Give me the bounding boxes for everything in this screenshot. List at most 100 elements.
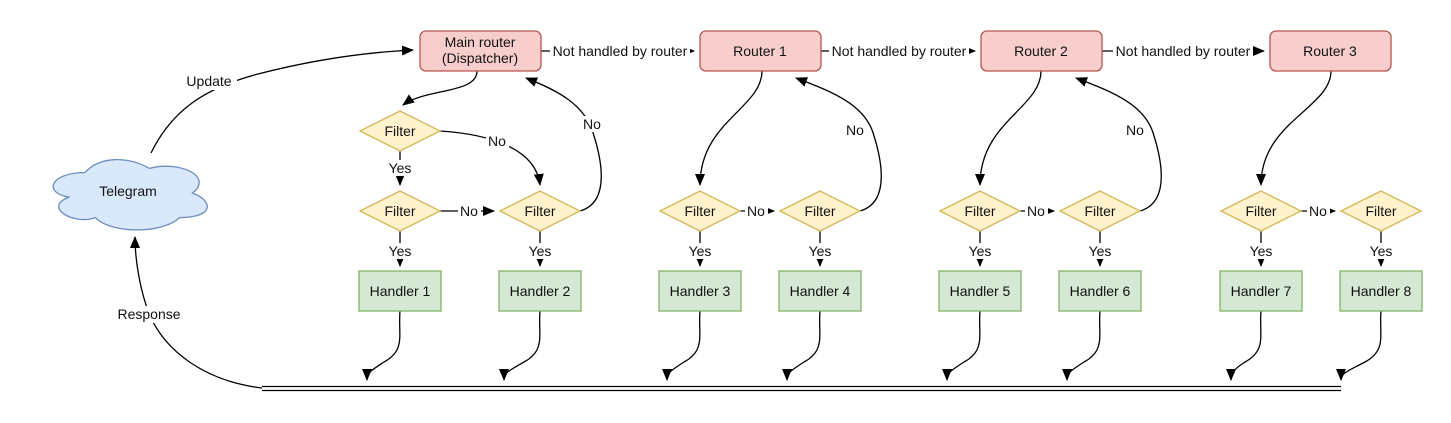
edge-return-main: [525, 77, 602, 212]
telegram-label: Telegram: [99, 183, 157, 199]
handler-5-node: Handler 5: [938, 270, 1022, 312]
edge-r2-to-filter: [975, 70, 1042, 186]
svg-text:Yes: Yes: [1089, 243, 1112, 259]
svg-text:No: No: [846, 122, 864, 138]
main-router-node: Main router (Dispatcher): [419, 30, 542, 72]
svg-text:Yes: Yes: [529, 243, 552, 259]
edge-return-r2: [1075, 77, 1162, 212]
handler-1-node: Handler 1: [358, 270, 442, 312]
svg-text:Response: Response: [117, 306, 180, 322]
edge-h3-to-bus: [662, 310, 701, 381]
edge-r1-to-filter: [695, 70, 763, 186]
svg-text:No: No: [583, 116, 601, 132]
router-3-node: Router 3: [1269, 30, 1392, 72]
r2-filter-1: Filter: [938, 190, 1022, 232]
edge-h1-to-bus: [362, 310, 401, 381]
filter-label: Filter: [384, 123, 415, 139]
not-handled-label-3: Not handled by router: [1113, 43, 1253, 60]
svg-text:Yes: Yes: [389, 160, 412, 176]
edge-h6-to-bus: [1062, 310, 1101, 381]
svg-text:Yes: Yes: [689, 243, 712, 259]
handler-7-label: Handler 7: [1231, 283, 1292, 299]
svg-text:No: No: [1027, 203, 1045, 219]
not-handled-label-2: Not handled by router: [829, 43, 969, 60]
filter-label: Filter: [684, 203, 715, 219]
handler-8-node: Handler 8: [1339, 270, 1423, 312]
edge-h2-to-bus: [499, 310, 541, 381]
response-edge-label: Response: [114, 306, 184, 323]
filter-label: Filter: [1365, 203, 1396, 219]
edge-h4-to-bus: [782, 310, 821, 381]
svg-text:No: No: [1309, 203, 1327, 219]
update-edge-label: Update: [181, 73, 237, 90]
edge-main-to-filter: [402, 70, 478, 106]
yes-label-h7: Yes: [1246, 243, 1276, 259]
svg-text:Yes: Yes: [1250, 243, 1273, 259]
filter-label: Filter: [1245, 203, 1276, 219]
handler-2-node: Handler 2: [498, 270, 582, 312]
yes-label-h4: Yes: [805, 243, 835, 259]
svg-text:Not handled by router: Not handled by router: [553, 43, 688, 59]
svg-text:No: No: [488, 133, 506, 149]
router-2-node: Router 2: [980, 30, 1103, 72]
edge-r3-to-filter: [1256, 70, 1332, 186]
main-filter-2: Filter: [498, 190, 582, 232]
no-label-return-r1: No: [844, 122, 867, 138]
edge-h5-to-bus: [942, 310, 981, 381]
no-label-r2: No: [1025, 203, 1048, 219]
yes-label-h1: Yes: [385, 243, 415, 259]
svg-text:Yes: Yes: [969, 243, 992, 259]
handler-1-label: Handler 1: [370, 283, 431, 299]
router-3-label: Router 3: [1303, 43, 1357, 59]
no-label-r1: No: [745, 203, 768, 219]
filter-label: Filter: [964, 203, 995, 219]
r3-filter-2: Filter: [1339, 190, 1423, 232]
svg-text:Yes: Yes: [809, 243, 832, 259]
router-1-label: Router 1: [733, 43, 787, 59]
filter-label: Filter: [804, 203, 835, 219]
svg-text:Not handled by router: Not handled by router: [832, 43, 967, 59]
main-router-label-line2: (Dispatcher): [442, 50, 518, 66]
r1-filter-1: Filter: [658, 190, 742, 232]
yes-label-h2: Yes: [525, 243, 555, 259]
filter-label: Filter: [384, 203, 415, 219]
handler-7-node: Handler 7: [1219, 270, 1303, 312]
not-handled-label-1: Not handled by router: [550, 43, 690, 60]
yes-label-h8: Yes: [1366, 243, 1396, 259]
yes-label-topfilter: Yes: [385, 160, 415, 176]
event-bus-line: [262, 385, 1341, 392]
main-filter-1: Filter: [358, 190, 442, 232]
edge-h8-to-bus: [1336, 310, 1382, 381]
handler-3-label: Handler 3: [670, 283, 731, 299]
yes-label-h3: Yes: [685, 243, 715, 259]
main-router-label-line1: Main router: [445, 34, 516, 50]
handler-2-label: Handler 2: [510, 283, 571, 299]
router-1-node: Router 1: [699, 30, 822, 72]
yes-label-h6: Yes: [1085, 243, 1115, 259]
filter-label: Filter: [524, 203, 555, 219]
svg-text:Update: Update: [186, 73, 231, 89]
svg-text:No: No: [747, 203, 765, 219]
r3-filter-1: Filter: [1219, 190, 1303, 232]
no-label-return-main: No: [581, 116, 604, 132]
svg-text:No: No: [1126, 122, 1144, 138]
handler-5-label: Handler 5: [950, 283, 1011, 299]
svg-text:Not handled by router: Not handled by router: [1116, 43, 1251, 59]
no-label-main: No: [458, 203, 481, 219]
handler-6-node: Handler 6: [1058, 270, 1142, 312]
main-filter-top: Filter: [358, 110, 442, 152]
filter-label: Filter: [1084, 203, 1115, 219]
svg-text:Yes: Yes: [389, 243, 412, 259]
edge-h7-to-bus: [1226, 310, 1262, 381]
yes-label-h5: Yes: [965, 243, 995, 259]
edge-return-r1: [795, 77, 882, 212]
svg-text:No: No: [460, 203, 478, 219]
handler-6-label: Handler 6: [1070, 283, 1131, 299]
r1-filter-2: Filter: [778, 190, 862, 232]
handler-4-node: Handler 4: [778, 270, 862, 312]
handler-4-label: Handler 4: [790, 283, 851, 299]
no-label-return-r2: No: [1124, 122, 1147, 138]
no-label-r3: No: [1307, 203, 1330, 219]
